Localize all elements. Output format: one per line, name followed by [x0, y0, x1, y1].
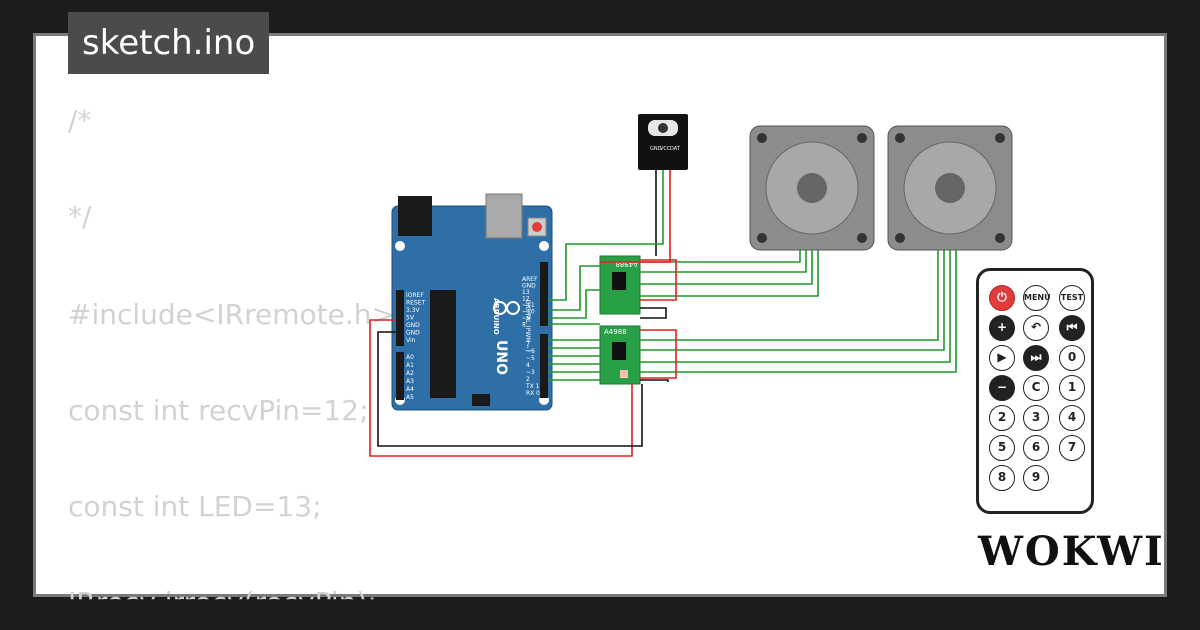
header-pin-label: TX 1: [525, 383, 540, 390]
header-pin-label: A1: [406, 362, 414, 369]
remote-button-3[interactable]: 3: [1023, 405, 1049, 431]
code-line: */: [68, 200, 92, 233]
remote-button-0[interactable]: 0: [1059, 345, 1085, 371]
reset-button[interactable]: [532, 222, 542, 232]
header-pin-label: GND: [406, 330, 420, 337]
remote-button-prev[interactable]: ⏮: [1059, 315, 1085, 341]
power-header: [396, 290, 404, 346]
remote-button-9[interactable]: 9: [1023, 465, 1049, 491]
remote-button-7[interactable]: 7: [1059, 435, 1085, 461]
remote-button-6[interactable]: 6: [1023, 435, 1049, 461]
code-line: /*: [68, 104, 92, 137]
arduino-brand: ARDUINO: [492, 298, 500, 335]
remote-button-4[interactable]: 4: [1059, 405, 1085, 431]
header-pin-label: AREF: [522, 276, 538, 283]
ir-pin-label: DAT: [670, 146, 681, 152]
header-pin-label: ~11: [522, 302, 535, 309]
header-pin-label: A0: [406, 354, 414, 361]
header-pin-label: ~6: [526, 348, 535, 355]
remote-button-5[interactable]: 5: [989, 435, 1015, 461]
code-line: const int LED=13;: [68, 490, 322, 523]
remote-button-power[interactable]: ⏻: [989, 285, 1015, 311]
digital-label: DIGITAL (PWM ~): [524, 300, 531, 352]
header-pin-label: ~3: [526, 369, 535, 376]
remote-button-next[interactable]: ⏭: [1023, 345, 1049, 371]
remote-button-plus[interactable]: +: [989, 315, 1015, 341]
digital-header-bottom: [540, 334, 548, 398]
header-pin-label: RESET: [406, 300, 426, 307]
power-jack: [398, 196, 432, 236]
wires: [369, 170, 957, 457]
header-pin-label: 8: [522, 322, 526, 329]
header-pin-label: A4: [406, 386, 414, 393]
header-pin-label: Vin: [406, 337, 416, 344]
stepper-motor-2[interactable]: [887, 125, 1013, 251]
atmega-chip: [430, 290, 456, 398]
header-pin-label: GND: [522, 283, 536, 290]
wokwi-logo: WOKWI: [978, 528, 1165, 575]
ir-receiver[interactable]: GND VCC DAT: [638, 114, 688, 170]
driver-label: A4988: [615, 260, 638, 268]
stepper-motor-1[interactable]: [749, 125, 875, 251]
header-pin-label: RX 0: [526, 390, 540, 397]
header-pin-label: 3.3V: [406, 307, 421, 314]
remote-button-2[interactable]: 2: [989, 405, 1015, 431]
remote-button-minus[interactable]: −: [989, 375, 1015, 401]
driver-label: A4988: [604, 328, 627, 336]
a4988-driver-1[interactable]: A4988: [599, 255, 641, 315]
header-pin-label: 13: [522, 289, 530, 296]
analog-header: [396, 352, 404, 400]
header-pin-label: ~5: [526, 355, 535, 362]
header-pin-label: A5: [406, 394, 414, 401]
digital-header-top: [540, 262, 548, 326]
header-pin-label: 7: [526, 341, 530, 348]
header-pin-label: ~9: [522, 315, 531, 322]
header-pin-label: 2: [526, 376, 530, 383]
header-pin-label: 4: [526, 362, 530, 369]
sketch-filename: sketch.ino: [68, 12, 270, 74]
header-pin-label: A3: [406, 378, 414, 385]
remote-button-menu[interactable]: MENU: [1023, 285, 1051, 311]
remote-button-1[interactable]: 1: [1059, 375, 1085, 401]
ir-pin-label: GND: [650, 146, 662, 152]
code-line: IRrecv irrecv(recvPin);: [68, 586, 377, 619]
remote-button-test[interactable]: TEST: [1059, 285, 1085, 311]
code-line: const int recvPin=12;: [68, 394, 369, 427]
header-pin-label: IOREF: [406, 292, 424, 299]
a4988-driver-2[interactable]: A4988: [599, 325, 641, 385]
header-pin-label: 12: [522, 296, 530, 303]
header-pin-label: A2: [406, 370, 414, 377]
remote-button-play[interactable]: ▶: [989, 345, 1015, 371]
remote-button-8[interactable]: 8: [989, 465, 1015, 491]
code-line: #include<IRremote.h>: [68, 298, 395, 331]
header-pin-label: GND: [406, 322, 420, 329]
arduino-model: UNO: [493, 340, 509, 375]
remote-button-back[interactable]: ↶: [1023, 315, 1049, 341]
header-pin-label: 5V: [406, 315, 415, 322]
header-pin-label: ~10: [522, 309, 535, 316]
remote-button-c[interactable]: C: [1023, 375, 1049, 401]
ir-pin-label: VCC: [660, 146, 671, 152]
usb-port: [485, 193, 523, 239]
